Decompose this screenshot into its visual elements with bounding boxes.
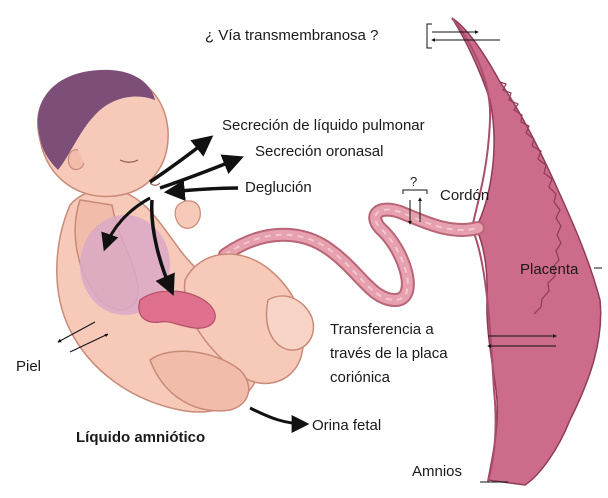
- label-placenta: Placenta: [520, 261, 579, 278]
- label-lung-fluid: Secreción de líquido pulmonar: [222, 117, 425, 134]
- label-chorionic-line3: coriónica: [330, 369, 391, 386]
- cord-bracket: [403, 190, 427, 194]
- label-chorionic-line1: Transferencia a: [330, 321, 434, 338]
- label-transmembrane: ¿ Vía transmembranosa ?: [205, 27, 378, 44]
- label-chorionic-line2: través de la placa: [330, 345, 448, 362]
- label-cord: Cordón: [440, 187, 489, 204]
- label-swallowing: Deglución: [245, 179, 312, 196]
- label-amnion: Amnios: [412, 463, 462, 480]
- transmembrane-bracket: [427, 24, 432, 48]
- label-amniotic-fluid: Líquido amniótico: [76, 429, 205, 446]
- arrow-swallowing: [168, 188, 238, 192]
- fetus-hand: [175, 201, 200, 228]
- placenta: [452, 18, 601, 485]
- label-fetal-urine: Orina fetal: [312, 417, 381, 434]
- arrow-oronasal: [160, 158, 240, 188]
- arrow-urine: [250, 408, 306, 424]
- label-skin: Piel: [16, 358, 41, 375]
- fetus-mouth: [150, 183, 160, 185]
- label-oronasal: Secreción oronasal: [255, 143, 383, 160]
- label-cord-question: ?: [410, 174, 417, 189]
